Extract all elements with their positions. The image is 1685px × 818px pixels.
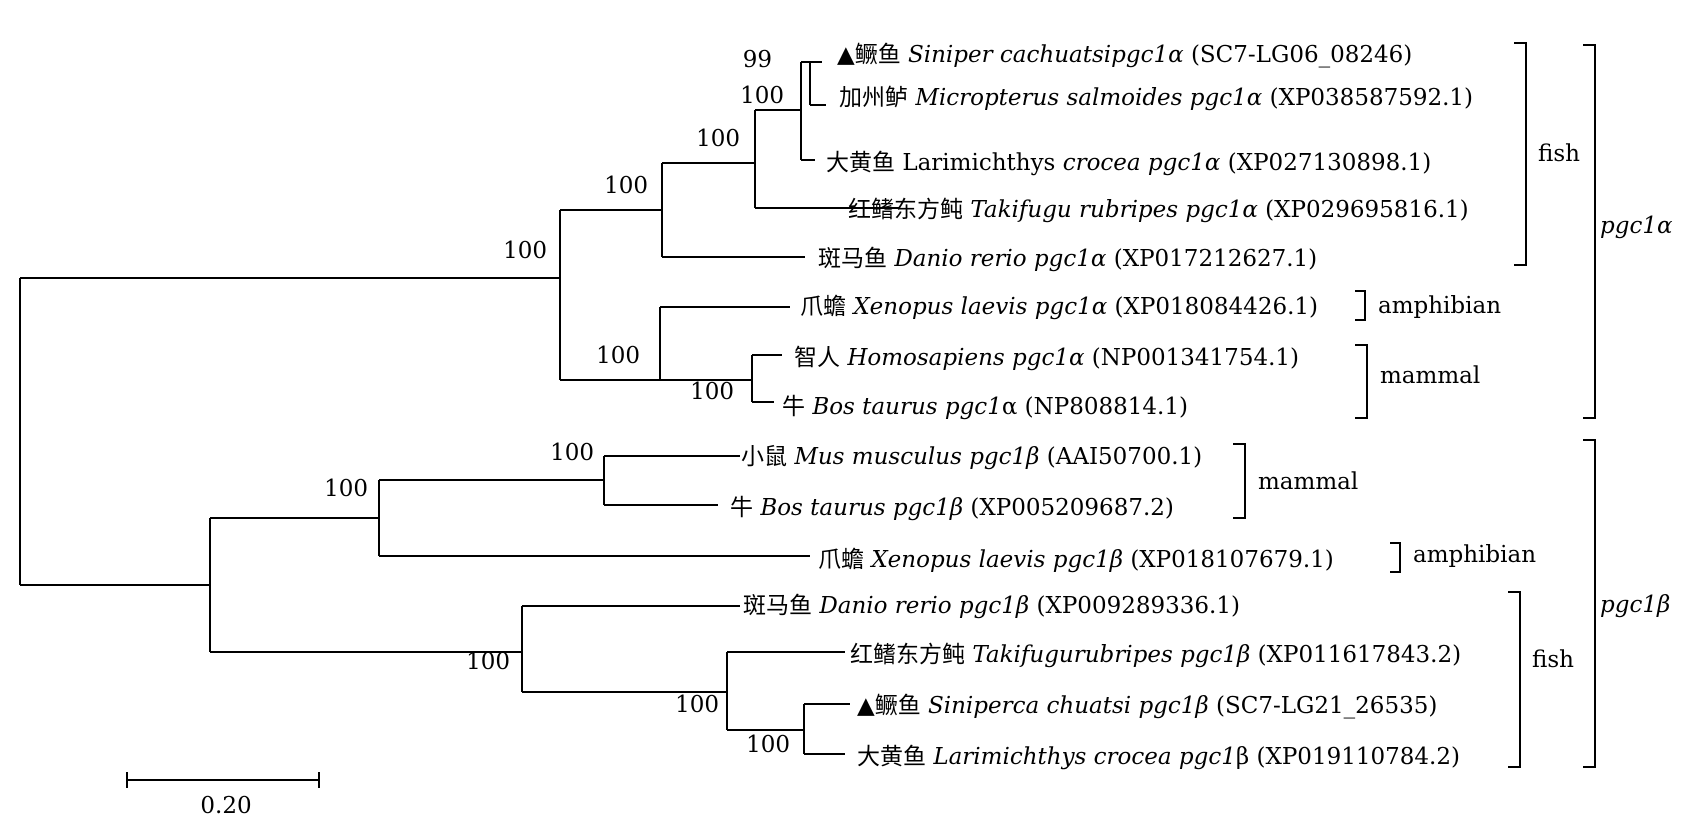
taxon-common-name: 小鼠 (741, 444, 794, 470)
taxon-scientific-name: Siniper cachuatsipgc1α (908, 42, 1184, 68)
taxon-label: 斑马鱼 Danio rerio pgc1α (XP017212627.1) (818, 246, 1317, 272)
taxon-label: 牛 Bos taurus pgc1α (NP808814.1) (782, 394, 1188, 420)
taxon-common-name: 爪蟾 (800, 294, 853, 320)
taxon-label: 红鳍东方鲀 Takifugu rubripes pgc1α (XP0296958… (848, 197, 1469, 223)
bracket-fish-alpha (1514, 42, 1527, 266)
group-label-mammal: mammal (1380, 363, 1480, 389)
group-label-amphibian: amphibian (1378, 293, 1501, 319)
taxon-scientific-name: Siniperca chuatsi pgc1β (928, 693, 1209, 719)
group-label-pgc1-beta: pgc1β (1600, 592, 1670, 618)
taxon-scientific-name: Homosapiens pgc1α (846, 345, 1085, 371)
bootstrap-value: 100 (324, 476, 368, 502)
bracket-pgc1-beta (1583, 439, 1596, 768)
taxon-common-name: 加州鲈 (839, 85, 915, 111)
bootstrap-value: 100 (604, 173, 648, 199)
bracket-amphibian-alpha (1355, 290, 1366, 321)
taxon-common-name: 大黄鱼 (857, 744, 933, 770)
taxon-scientific-name: Xenopus laevis pgc1β (869, 547, 1123, 573)
scale-bar-label: 0.20 (200, 793, 251, 818)
taxon-labels: ▲鳜鱼 Siniper cachuatsipgc1α (SC7-LG06_082… (730, 42, 1473, 770)
taxon-accession: (XP018107679.1) (1123, 547, 1334, 573)
taxon-scientific-name: Micropterus salmoides pgc1α (914, 85, 1262, 111)
taxon-accession: (AAI50700.1) (1039, 444, 1202, 470)
taxon-label: 加州鲈 Micropterus salmoides pgc1α (XP03858… (839, 85, 1473, 111)
taxon-accession: (SC7-LG06_08246) (1184, 42, 1413, 68)
taxon-accession: (XP009289336.1) (1029, 593, 1240, 619)
taxon-accession: β (XP019110784.2) (1236, 744, 1460, 770)
bootstrap-value: 100 (550, 440, 594, 466)
taxon-label: 牛 Bos taurus pgc1β (XP005209687.2) (730, 495, 1174, 521)
taxon-accession: (XP038587592.1) (1262, 85, 1473, 111)
group-label-mammal: mammal (1258, 469, 1358, 495)
taxon-common-name: ▲鳜鱼 (837, 42, 908, 68)
taxon-scientific-name: Larimichthys crocea pgc1 (932, 744, 1236, 770)
group-label-pgc1-alpha: pgc1α (1600, 213, 1673, 239)
bootstrap-value: 100 (503, 238, 547, 264)
bracket-fish-beta (1508, 591, 1521, 768)
taxon-accession: (XP027130898.1) (1220, 150, 1431, 176)
taxon-accession: (XP017212627.1) (1106, 246, 1317, 272)
bracket-mammal-beta (1233, 443, 1246, 519)
taxon-accession: (NP001341754.1) (1085, 345, 1300, 371)
taxon-scientific-name: crocea pgc1α (1063, 150, 1221, 176)
taxon-common-name: 牛 (730, 495, 760, 521)
taxon-accession: (SC7-LG21_26535) (1209, 693, 1438, 719)
taxon-common-name: 牛 (782, 394, 812, 420)
group-label-amphibian: amphibian (1413, 542, 1536, 568)
taxon-scientific-name: Danio rerio pgc1β (818, 593, 1029, 619)
taxon-common-name: 大黄鱼 (826, 150, 902, 176)
taxon-label: 智人 Homosapiens pgc1α (NP001341754.1) (794, 345, 1299, 371)
taxon-label: ▲鳜鱼 Siniperca chuatsi pgc1β (SC7-LG21_26… (857, 693, 1437, 719)
taxon-scientific-name: Bos taurus pgc1 (811, 394, 1002, 420)
bootstrap-value: 100 (466, 649, 510, 675)
taxon-label: 斑马鱼 Danio rerio pgc1β (XP009289336.1) (743, 593, 1240, 619)
taxon-common-name: 爪蟾 (818, 547, 871, 573)
taxon-accession: Larimichthys (902, 150, 1062, 176)
bootstrap-value: 99 (743, 47, 772, 73)
taxon-accession: α (NP808814.1) (1002, 394, 1188, 420)
taxon-common-name: 智人 (794, 345, 847, 371)
tree-branches (19, 61, 900, 755)
bootstrap-value: 100 (596, 343, 640, 369)
taxon-common-name: 斑马鱼 (818, 246, 894, 272)
taxon-common-name: 红鳍东方鲀 (850, 642, 972, 668)
group-label-fish: fish (1538, 141, 1580, 167)
taxon-label: 红鳍东方鲀 Takifugurubripes pgc1β (XP01161784… (850, 642, 1461, 668)
bracket-amphibian-beta (1390, 542, 1401, 573)
taxon-accession: (XP029695816.1) (1258, 197, 1469, 223)
bootstrap-value: 100 (696, 126, 740, 152)
taxon-scientific-name: Mus musculus pgc1β (793, 444, 1039, 470)
bracket-mammal-alpha (1355, 344, 1368, 419)
taxon-scientific-name: Xenopus laevis pgc1α (851, 294, 1107, 320)
taxon-common-name: 红鳍东方鲀 (848, 197, 970, 223)
taxon-scientific-name: Takifugu rubripes pgc1α (970, 197, 1258, 223)
scale-bar: 0.20 (126, 772, 320, 818)
taxon-accession: (XP018084426.1) (1107, 294, 1318, 320)
taxon-label: 大黄鱼 Larimichthys crocea pgc1β (XP0191107… (857, 744, 1460, 770)
group-label-fish: fish (1532, 647, 1574, 673)
taxon-common-name: ▲鳜鱼 (857, 693, 928, 719)
taxon-scientific-name: Takifugurubripes pgc1β (972, 642, 1250, 668)
taxon-label: 爪蟾 Xenopus laevis pgc1β (XP018107679.1) (818, 547, 1334, 573)
taxon-scientific-name: Bos taurus pgc1β (759, 495, 963, 521)
scale-bar-line (126, 772, 320, 788)
taxon-common-name: 斑马鱼 (743, 593, 819, 619)
group-brackets: fish amphibian mammal pgc1α mammal amphi… (1233, 42, 1673, 768)
bootstrap-value: 100 (675, 692, 719, 718)
bootstrap-values: 99 100 100 100 100 100 100 100 100 100 1… (324, 47, 790, 758)
bracket-pgc1-alpha (1583, 44, 1596, 419)
taxon-label: 大黄鱼 Larimichthys crocea pgc1α (XP0271308… (826, 150, 1431, 176)
bootstrap-value: 100 (690, 379, 734, 405)
taxon-accession: (XP011617843.2) (1250, 642, 1461, 668)
taxon-accession: (XP005209687.2) (963, 495, 1174, 521)
taxon-label: 小鼠 Mus musculus pgc1β (AAI50700.1) (741, 444, 1202, 470)
bootstrap-value: 100 (740, 83, 784, 109)
taxon-scientific-name: Danio rerio pgc1α (893, 246, 1107, 272)
bootstrap-value: 100 (746, 732, 790, 758)
taxon-label: ▲鳜鱼 Siniper cachuatsipgc1α (SC7-LG06_082… (837, 42, 1412, 68)
taxon-label: 爪蟾 Xenopus laevis pgc1α (XP018084426.1) (800, 294, 1318, 320)
